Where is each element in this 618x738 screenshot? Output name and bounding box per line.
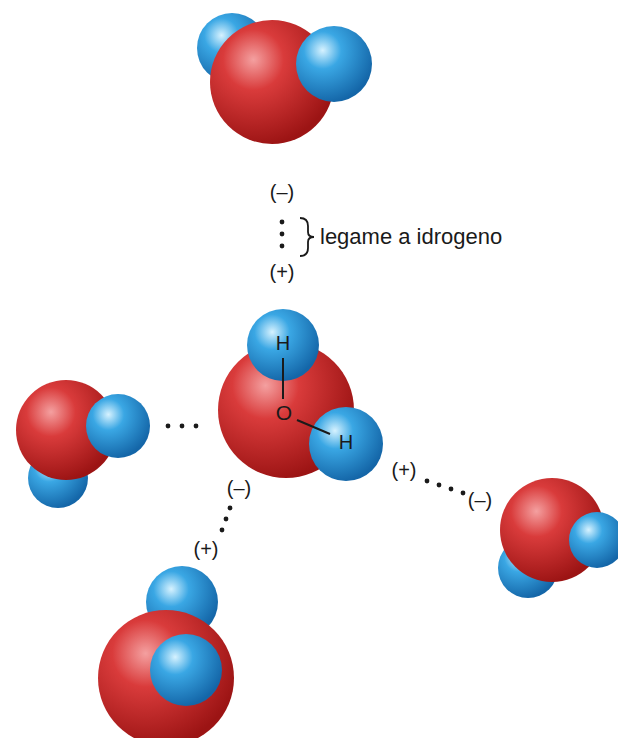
atom-symbol: O — [276, 402, 292, 423]
charge-sign: (–) — [468, 490, 492, 510]
charge-sign: (+) — [194, 539, 219, 559]
water-molecule — [218, 309, 383, 481]
charge-sign: (–) — [227, 478, 251, 498]
atom-symbol: H — [276, 333, 290, 353]
water-molecule — [498, 478, 618, 598]
water-molecule — [16, 380, 150, 508]
water-molecule — [197, 13, 372, 144]
atom-symbol: H — [339, 432, 353, 452]
charge-sign: (+) — [392, 460, 417, 480]
charge-sign: (+) — [270, 262, 295, 282]
bond-label: legame a idrogeno — [320, 226, 502, 248]
water-molecule — [98, 566, 234, 738]
curly-bracket — [300, 218, 314, 256]
charge-sign: (–) — [270, 182, 294, 202]
hydrogen-bond-dots — [166, 220, 466, 533]
